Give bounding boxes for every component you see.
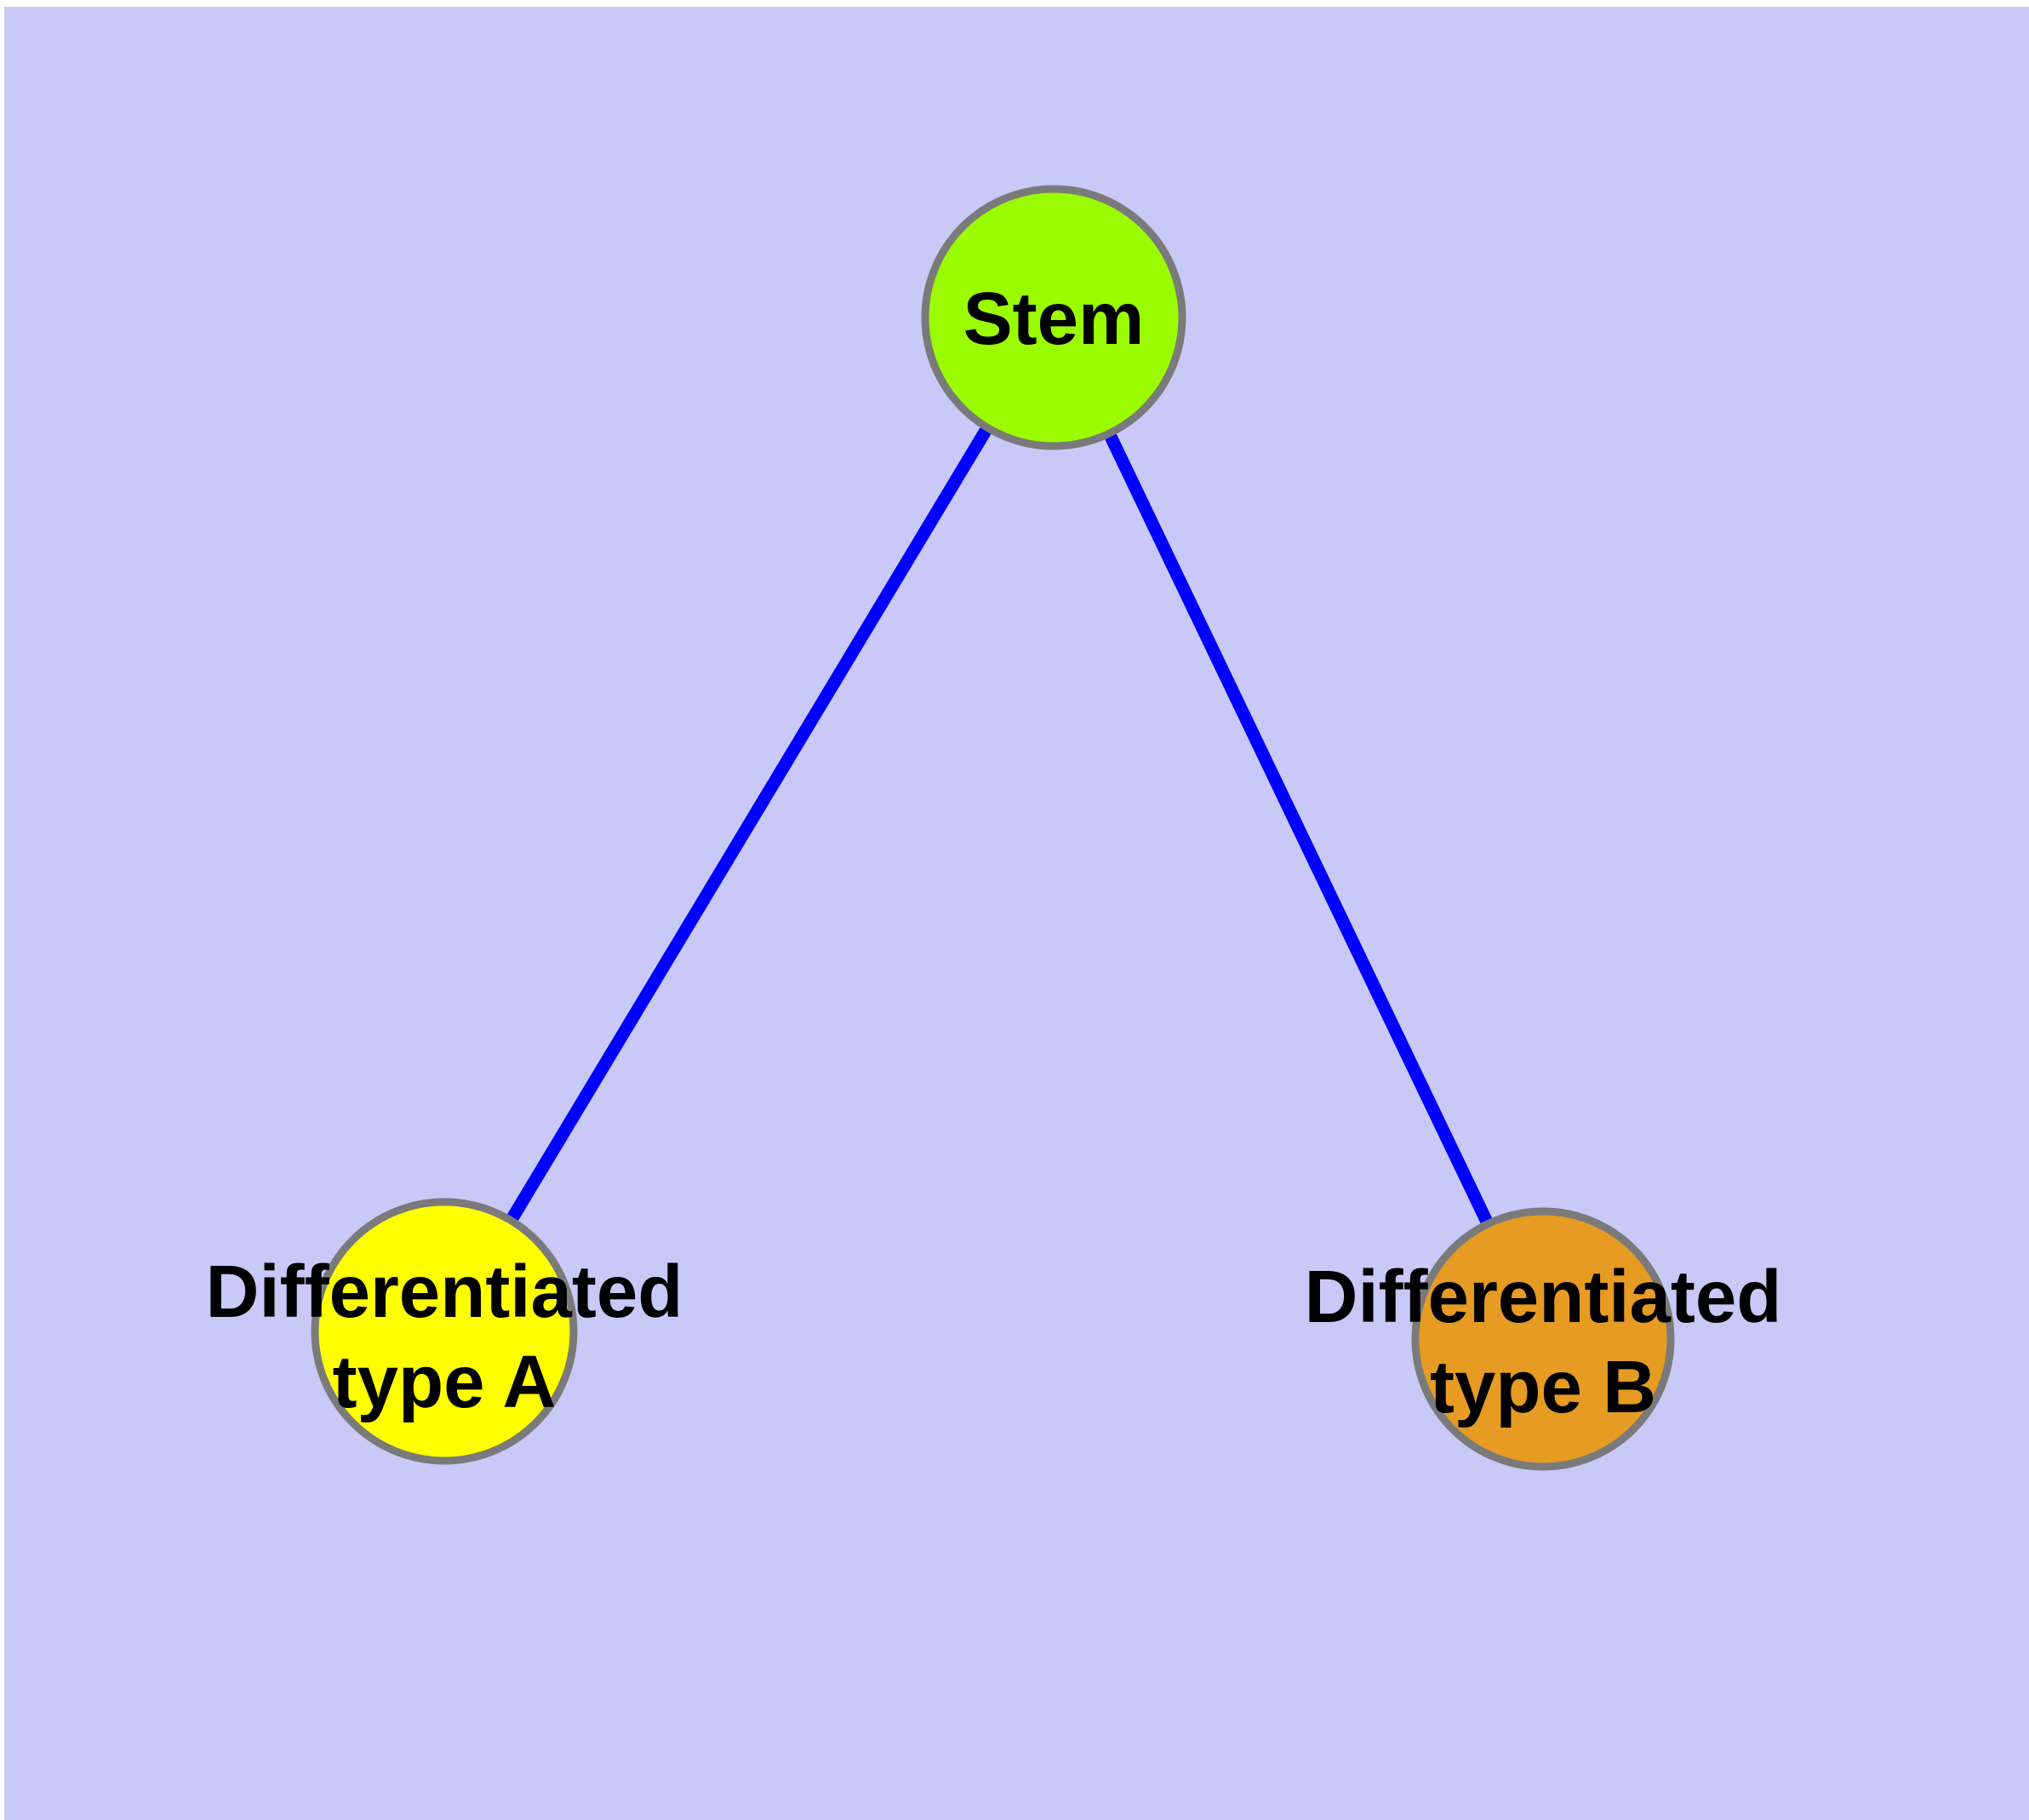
edge-stem-to-type-b: [1048, 314, 1549, 1342]
edge-stem-to-type-a: [438, 314, 1060, 1335]
node-type-a-label-line2: type A: [333, 1341, 557, 1423]
node-type-b-label-line1: Differentiated: [1305, 1256, 1782, 1338]
node-stem-circle: [921, 185, 1186, 450]
node-stem-label: Stem: [963, 278, 1145, 360]
node-type-a-circle: [311, 1198, 578, 1465]
node-type-a-label-line1: Differentiated: [206, 1251, 683, 1333]
node-type-b-circle: [1411, 1207, 1675, 1471]
node-type-b-label-line2: type B: [1430, 1346, 1656, 1428]
